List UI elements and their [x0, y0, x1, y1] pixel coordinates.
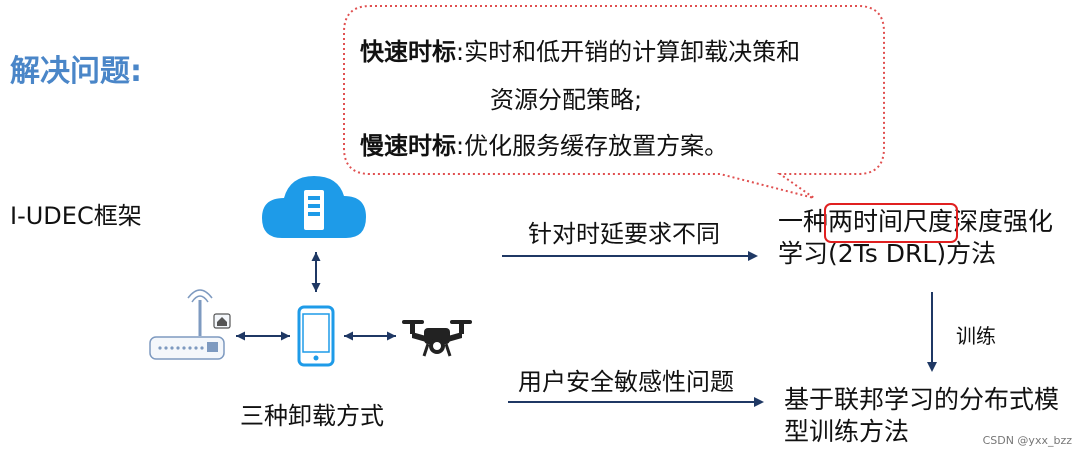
method-top-line2: 学习(2Ts DRL)方法	[778, 239, 997, 268]
cloud-server-icon	[262, 176, 366, 238]
watermark: CSDN @yxx_bzz	[982, 434, 1072, 447]
callout-fast-line2: 资源分配策略;	[490, 86, 643, 114]
method-bottom-line2: 型训练方法	[784, 417, 910, 446]
highlighted-term: 两时间尺度	[828, 207, 954, 236]
two-timescale-drl-method: 一种两时间尺度深度强化 学习(2Ts DRL)方法	[778, 206, 1053, 270]
highlight-box	[824, 203, 958, 243]
callout-bubble	[343, 5, 885, 199]
fast-timescale-label: 快速时标	[360, 38, 456, 66]
federated-learning-method: 基于联邦学习的分布式模 型训练方法	[784, 384, 1059, 448]
router-icon	[149, 289, 231, 360]
security-sensitivity-label: 用户安全敏感性问题	[518, 368, 734, 396]
train-label: 训练	[956, 324, 996, 348]
drone-icon	[402, 320, 472, 357]
callout-fast-line: 快速时标:实时和低开销的计算卸载决策和	[360, 32, 800, 67]
smartphone-icon	[297, 305, 335, 367]
slow-timescale-text: :优化服务缓存放置方案。	[456, 132, 729, 160]
page-title: 解决问题:	[10, 54, 142, 89]
method-bottom-line1: 基于联邦学习的分布式模	[784, 385, 1060, 414]
framework-label: I-UDEC框架	[10, 202, 142, 230]
fast-timescale-text: :实时和低开销的计算卸载决策和	[456, 38, 801, 66]
offload-modes-caption: 三种卸载方式	[240, 402, 384, 430]
callout-slow-line: 慢速时标:优化服务缓存放置方案。	[360, 126, 728, 161]
latency-requirement-label: 针对时延要求不同	[528, 220, 720, 248]
method-top-line1: 一种两时间尺度深度强化	[778, 207, 1054, 236]
slow-timescale-label: 慢速时标	[360, 132, 456, 160]
